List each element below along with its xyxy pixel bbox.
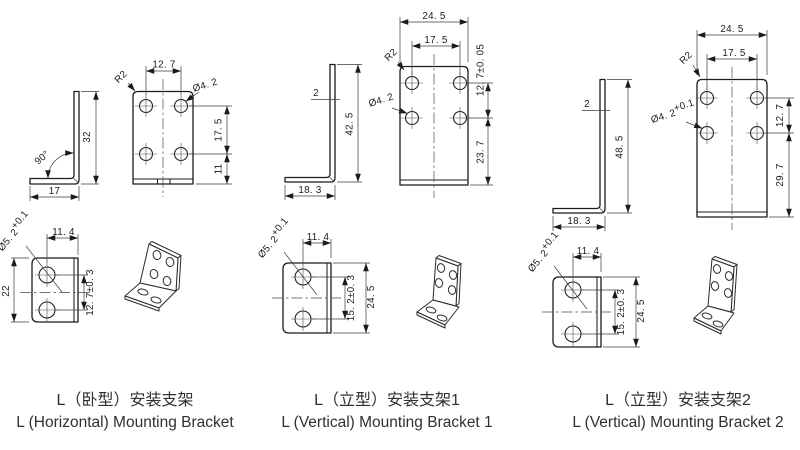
- dim-front-bottom-offset: 29. 7: [775, 163, 786, 186]
- bracket3-front-view: 24. 5 17. 5 R2 Ø4. 2+0.1 12. 7 29. 7: [648, 24, 794, 230]
- dim-front-hole-pitch-y: 12. 7: [775, 104, 786, 127]
- bracket2-isometric-view: [416, 255, 462, 329]
- bracket1-front-holes: [135, 95, 192, 165]
- dim-side-height: 42. 5: [345, 112, 356, 136]
- dim-flat-edge-to-hole: 11. 4: [307, 232, 330, 243]
- bracket3-front-holes: [696, 87, 768, 144]
- bracket3-side-outline: [552, 78, 606, 214]
- dim-corner-radius: R2: [383, 47, 400, 64]
- bracket1-caption-zh: L（卧型）安装支架: [57, 391, 194, 409]
- dim-front-width: 24. 5: [422, 11, 446, 22]
- bracket3-caption-zh: L（立型）安装支架2: [605, 391, 751, 409]
- bracket3-flat-view: Ø5. 2+0.1 11. 4 15. 2±0. 3 24. 5: [523, 230, 647, 348]
- bracket3-front-outline: [696, 78, 768, 218]
- bracket2-caption-en: L (Vertical) Mounting Bracket 1: [281, 414, 492, 431]
- dim-front-hole-pitch-x: 17. 5: [424, 35, 448, 46]
- dim-hole-dia: Ø4. 2: [191, 76, 219, 94]
- bracket1-caption-en: L (Horizontal) Mounting Bracket: [16, 414, 234, 431]
- bracket3-caption: L（立型）安装支架2 L (Vertical) Mounting Bracket…: [572, 391, 783, 431]
- dim-side-thickness: 2: [313, 88, 319, 99]
- dim-side-height: 48. 5: [615, 135, 626, 159]
- bracket1-isometric-view: [124, 241, 182, 312]
- dim-corner-radius: R2: [678, 50, 695, 67]
- dim-flat-height: 22: [1, 285, 12, 297]
- dim-front-hole-pitch-x: 17. 5: [722, 48, 746, 59]
- bracket3-flat-outline: [552, 276, 602, 348]
- dim-flat-edge-to-hole: 11. 4: [577, 246, 600, 257]
- dim-side-base: 18. 3: [298, 185, 322, 196]
- bracket-2: 2 42. 5 18. 3 24. 5: [253, 11, 493, 431]
- dim-flat-hole-dia: Ø5. 2+0.1: [253, 216, 294, 261]
- bracket1-side-view: 90° 32 17: [29, 90, 99, 201]
- bracket1-front-outline: [132, 90, 194, 185]
- bracket-1: 90° 32 17 12. 7: [0, 60, 234, 432]
- dim-front-width: 24. 5: [720, 24, 744, 35]
- dim-hole-dia: Ø4. 2: [367, 91, 395, 109]
- bracket2-caption-zh: L（立型）安装支架1: [314, 391, 460, 409]
- bracket1-front-view: 12. 7 R2 Ø4. 2 17. 5 11: [113, 60, 232, 197]
- dim-angle-90: 90°: [33, 149, 52, 168]
- bracket1-flat-holes: [35, 263, 59, 322]
- bracket1-flat-outline: [31, 257, 79, 323]
- bracket3-flat-holes: [561, 278, 585, 346]
- bracket1-side-outline: [29, 90, 80, 185]
- bracket1-flat-view: Ø5. 2+0.1 11. 4 22 12. 7±0. 3: [0, 209, 96, 323]
- dim-flat-hole-dia: Ø5. 2+0.1: [523, 230, 564, 275]
- dim-hole-dia: Ø4. 2+0.1: [648, 97, 696, 125]
- dim-corner-radius: R2: [113, 69, 130, 86]
- bracket3-side-view: 2 48. 5 18. 3: [552, 78, 632, 231]
- bracket3-isometric-view: [693, 256, 738, 335]
- bracket2-caption: L（立型）安装支架1 L (Vertical) Mounting Bracket…: [281, 391, 492, 431]
- dim-front-hole-pitch-y: 17. 5: [214, 118, 225, 142]
- bracket2-side-outline: [284, 63, 336, 183]
- dim-flat-height: 24. 5: [366, 285, 377, 309]
- dim-flat-hole-pitch: 15. 2±0. 3: [346, 274, 357, 321]
- dim-front-bottom-offset: 11: [214, 164, 225, 175]
- dim-side-thickness: 2: [584, 99, 590, 110]
- dim-front-hole-pitch-x: 12. 7: [152, 60, 175, 71]
- dim-flat-hole-dia: Ø5. 2+0.1: [0, 209, 34, 254]
- bracket3-caption-en: L (Vertical) Mounting Bracket 2: [572, 414, 783, 431]
- dim-side-base: 18. 3: [567, 216, 591, 227]
- bracket1-caption: L（卧型）安装支架 L (Horizontal) Mounting Bracke…: [16, 391, 234, 431]
- bracket2-front-holes: [401, 72, 471, 129]
- dim-flat-hole-pitch: 15. 2±0. 3: [616, 288, 627, 335]
- dim-flat-edge-to-hole: 11. 4: [52, 227, 75, 238]
- dim-front-bottom-offset: 23. 7: [476, 140, 487, 163]
- bracket2-flat-view: Ø5. 2+0.1 11. 4 15. 2±0. 3 24. 5: [253, 216, 377, 334]
- bracket2-side-view: 2 42. 5 18. 3: [284, 63, 362, 200]
- bracket2-front-view: 24. 5 17. 5 R2 Ø4. 2 12. 7±0. 05 23. 7: [367, 11, 493, 198]
- dim-front-hole-pitch-y: 12. 7±0. 05: [476, 44, 487, 97]
- bracket2-flat-outline: [282, 262, 332, 334]
- bracket-3: 2 48. 5 18. 3 24. 5: [523, 24, 794, 431]
- dim-flat-hole-pitch: 12. 7±0. 3: [85, 269, 96, 316]
- dim-flat-height: 24. 5: [636, 299, 647, 323]
- dim-side-base: 17: [49, 186, 61, 197]
- dim-side-height: 32: [82, 131, 93, 143]
